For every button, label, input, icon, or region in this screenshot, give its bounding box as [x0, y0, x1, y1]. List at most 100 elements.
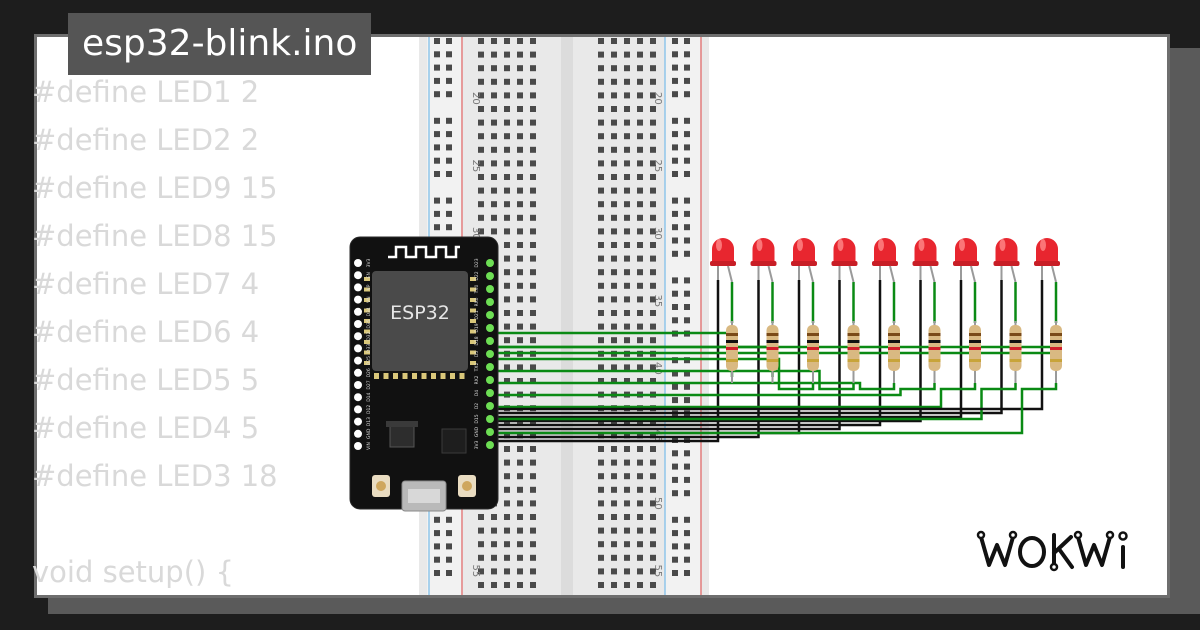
board-pin-right[interactable] [486, 324, 494, 332]
breadboard-row-label: 25 [470, 160, 481, 173]
led[interactable] [872, 238, 898, 283]
board-pin-label: TX2 [474, 363, 480, 373]
led[interactable] [831, 238, 858, 283]
board-pin-right[interactable] [486, 441, 494, 449]
led[interactable] [710, 238, 736, 283]
board-pin-right[interactable] [486, 311, 494, 319]
board-pin-label: D5 [474, 351, 480, 357]
board-pin-label: D21 [474, 310, 480, 319]
led[interactable] [1034, 238, 1060, 283]
board-pin-label: EN [366, 272, 372, 278]
board-pin-right[interactable] [486, 415, 494, 423]
board-pin-label: GND [474, 426, 480, 437]
resistor[interactable] [726, 321, 738, 383]
board-pin-right[interactable] [486, 350, 494, 358]
board-pin-label: D15 [474, 414, 480, 423]
esp32-board[interactable]: ESP32 3V3ENVPVND34D35D32D33D25D26D27D14D… [349, 236, 499, 512]
signal-wire [490, 383, 977, 409]
code-line: #define LED3 18 [32, 459, 278, 493]
code-line: #define LED2 2 [32, 123, 260, 157]
board-pin-label: TX0 [474, 285, 480, 295]
board-pin-left[interactable] [354, 295, 362, 304]
code-line: #define LED4 5 [32, 411, 260, 445]
board-pin-label: VIN [366, 442, 372, 450]
board-pin-left[interactable] [354, 405, 362, 414]
signal-wire [490, 381, 896, 391]
board-pin-left[interactable] [354, 356, 362, 365]
board-pin-label: D14 [366, 392, 372, 401]
breadboard-row-label: 20 [470, 92, 481, 105]
board-pin-label: D12 [366, 405, 372, 414]
board-pin-label: D18 [474, 336, 480, 345]
circuit-scene: 20202525303035354040454550505555 ESP32 [349, 37, 1062, 595]
board-pin-label: GND [366, 428, 372, 439]
board-pin-label: 3V3 [474, 440, 480, 449]
led[interactable] [993, 238, 1020, 283]
board-pin-left[interactable] [354, 259, 362, 267]
board-pin-label: D23 [474, 258, 480, 267]
code-line [32, 500, 392, 548]
ground-wire [490, 280, 963, 419]
led[interactable] [953, 238, 979, 283]
resistor[interactable] [1050, 321, 1062, 383]
board-pin-label: D27 [366, 380, 372, 389]
led[interactable] [912, 238, 939, 283]
board-pin-left[interactable] [354, 271, 362, 280]
board-pin-right[interactable] [486, 259, 494, 267]
led[interactable] [791, 238, 817, 283]
ground-wire [490, 280, 882, 427]
board-pin-right[interactable] [486, 428, 494, 436]
board-pin-right[interactable] [486, 376, 494, 384]
board-pin-left[interactable] [354, 283, 362, 292]
resistor[interactable] [1009, 321, 1022, 383]
signal-wire [490, 383, 936, 397]
resistor[interactable] [888, 321, 900, 383]
board-pin-label: RX0 [474, 297, 480, 306]
board-pin-right[interactable] [486, 285, 494, 293]
code-line: #define LED5 5 [32, 363, 260, 397]
board-pin-label: D33 [366, 344, 372, 353]
board-pin-left[interactable] [354, 320, 362, 328]
diagram-card: 20202525303035354040454550505555 ESP32 [34, 34, 1170, 598]
board-pin-label: D19 [474, 323, 480, 332]
wokwi-logo [975, 525, 1150, 579]
ground-wire [490, 280, 1044, 411]
board-pin-label: D34 [366, 307, 372, 316]
code-line: #define LED9 15 [32, 171, 278, 205]
code-line: #define LED6 4 [32, 315, 260, 349]
resistor[interactable] [807, 321, 819, 383]
led[interactable] [750, 238, 777, 283]
breadboard-row-label: 55 [652, 565, 663, 578]
board-pin-left[interactable] [354, 393, 362, 402]
board-pin-right[interactable] [486, 363, 494, 371]
board-pin-left[interactable] [354, 381, 362, 389]
board-pin-left[interactable] [354, 417, 362, 426]
board-pin-right[interactable] [486, 298, 494, 306]
board-pin-label: D2 [474, 403, 480, 409]
breadboard-row-label: 30 [470, 227, 481, 240]
board-pin-left[interactable] [354, 368, 362, 377]
board-pin-right[interactable] [486, 389, 494, 397]
resistor[interactable] [928, 321, 941, 383]
resistor[interactable] [969, 321, 981, 383]
resistor[interactable] [847, 321, 860, 383]
board-pin-right[interactable] [486, 272, 494, 280]
ground-wire [490, 280, 841, 431]
board-pin-left[interactable] [354, 307, 362, 316]
breadboard-row-label: 35 [652, 295, 663, 308]
breadboard-row-label: 30 [652, 227, 663, 240]
board-pin-right[interactable] [486, 337, 494, 345]
board-pin-right[interactable] [486, 402, 494, 410]
ground-wire [490, 280, 1003, 415]
code-line: #define LED1 2 [32, 75, 260, 109]
board-pin-left[interactable] [354, 442, 362, 450]
board-pin-left[interactable] [354, 344, 362, 353]
board-pin-left[interactable] [354, 429, 362, 438]
ground-wire [490, 280, 922, 423]
board-pin-label: VP [366, 284, 372, 290]
board-pin-label: RX2 [474, 375, 480, 384]
file-title-tab[interactable]: esp32-blink.ino [68, 13, 372, 75]
board-pin-left[interactable] [354, 332, 362, 341]
resistor[interactable] [766, 321, 779, 383]
breadboard-row-label: 40 [652, 362, 663, 375]
